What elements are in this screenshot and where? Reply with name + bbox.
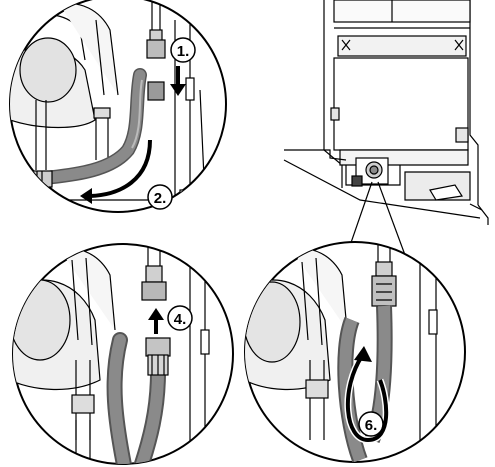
detail-view-reconnect: 4.	[12, 243, 234, 465]
arrow-down-icon	[170, 66, 186, 96]
step-6-label: 6.	[365, 417, 378, 434]
arrow-curved-left-icon	[80, 139, 154, 204]
arrow-up-icon	[148, 308, 164, 334]
step-4-badge: 4.	[167, 305, 193, 331]
step-2-label: 2.	[154, 190, 167, 207]
step-2-badge: 2.	[147, 184, 173, 210]
detail-view-disconnect: 1. 2.	[9, 0, 227, 213]
step-1-label: 1.	[177, 43, 190, 60]
step-6-badge: 6.	[358, 411, 384, 437]
detail-view-hose-loop: 6.	[244, 241, 466, 463]
step-4-label: 4.	[174, 311, 187, 328]
step-1-badge: 1.	[170, 37, 196, 63]
appliance-overview	[283, 0, 489, 261]
arrow-loop-icon	[344, 346, 390, 444]
